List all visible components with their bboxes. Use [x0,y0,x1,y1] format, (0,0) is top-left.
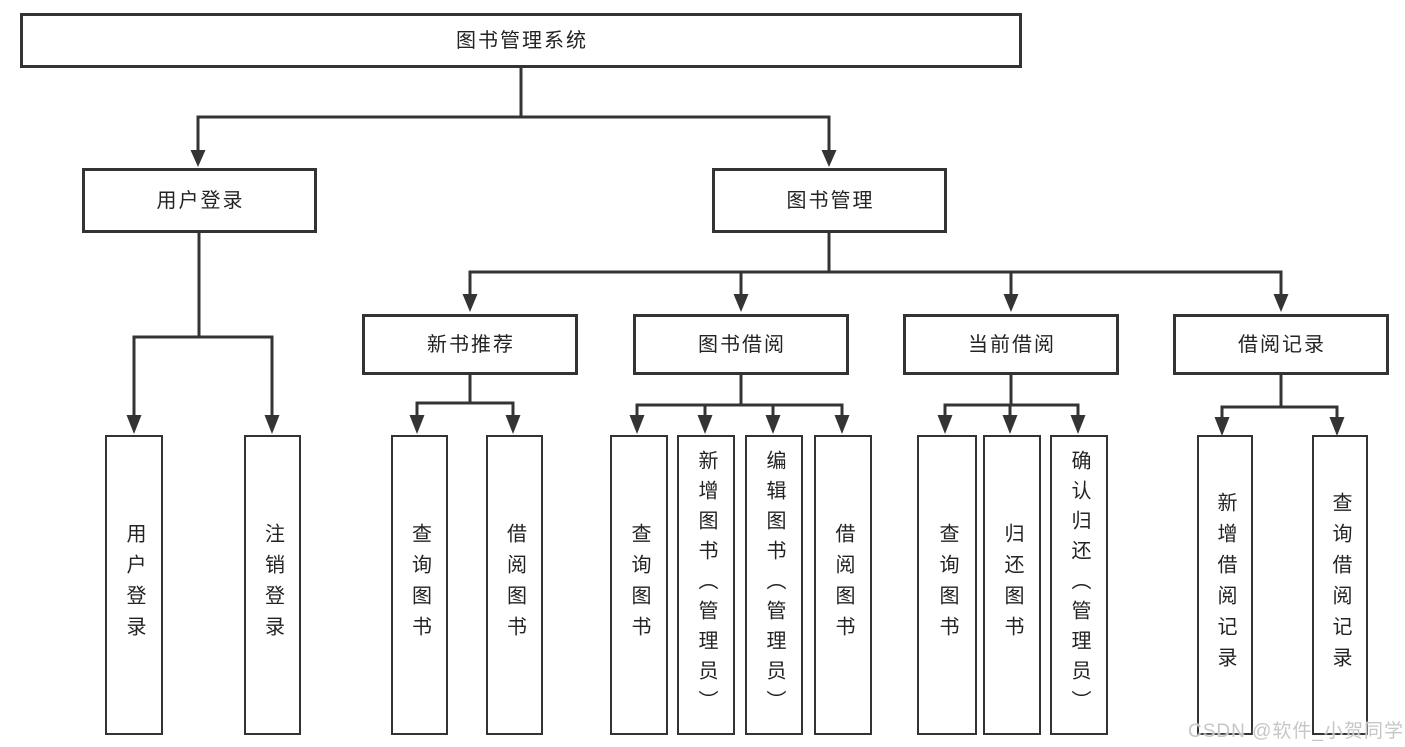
leaf-user-login: 用户登录 [105,435,163,735]
leaf-query-book-borrow-label: 查询图书 [628,523,650,647]
watermark: CSDN @软件_小贺同学 [1188,721,1404,742]
leaf-query-book-borrow: 查询图书 [610,435,668,735]
leaf-logout-label: 注销登录 [261,523,284,647]
node-current-borrow-label: 当前借阅 [968,333,1056,356]
leaf-query-borrow-record-label: 查询借阅记录 [1329,492,1351,678]
node-borrow-record-label: 借阅记录 [1238,333,1326,356]
leaf-borrow-book-newrec: 借阅图书 [486,435,543,735]
leaf-edit-book-admin: 编辑图书（管理员） [745,435,803,735]
node-user-login: 用户登录 [82,168,317,233]
node-root: 图书管理系统 [20,13,1022,68]
leaf-query-borrow-record: 查询借阅记录 [1312,435,1368,735]
leaf-add-borrow-record-label: 新增借阅记录 [1214,492,1236,678]
node-borrow-record: 借阅记录 [1173,314,1389,375]
leaf-add-borrow-record: 新增借阅记录 [1197,435,1253,735]
leaf-borrow-book-label: 借阅图书 [832,523,854,647]
leaf-query-book-current: 查询图书 [917,435,977,735]
leaf-borrow-book-newrec-label: 借阅图书 [503,523,526,647]
leaf-confirm-return-admin: 确认归还（管理员） [1050,435,1108,735]
node-current-borrow: 当前借阅 [903,314,1119,375]
node-book-borrow: 图书借阅 [633,314,849,375]
leaf-user-login-label: 用户登录 [123,523,145,647]
node-book-mgmt: 图书管理 [712,168,947,233]
node-new-book-rec: 新书推荐 [362,314,578,375]
leaf-query-book-newrec: 查询图书 [391,435,448,735]
node-book-mgmt-label: 图书管理 [786,189,875,212]
node-user-login-label: 用户登录 [156,189,245,212]
leaf-logout: 注销登录 [244,435,301,735]
leaf-query-book-current-label: 查询图书 [936,523,958,647]
leaf-return-book-label: 归还图书 [1001,523,1023,647]
node-root-label: 图书管理系统 [456,29,588,52]
leaf-borrow-book: 借阅图书 [814,435,872,735]
node-new-book-rec-label: 新书推荐 [427,333,515,356]
leaf-query-book-newrec-label: 查询图书 [408,523,431,647]
leaf-add-book-admin: 新增图书（管理员） [677,435,735,735]
leaf-confirm-return-admin-label: 确认归还（管理员） [1068,450,1090,720]
node-book-borrow-label: 图书借阅 [698,333,786,356]
leaf-return-book: 归还图书 [983,435,1041,735]
leaf-add-book-admin-label: 新增图书（管理员） [695,450,717,720]
leaf-edit-book-admin-label: 编辑图书（管理员） [763,450,785,720]
